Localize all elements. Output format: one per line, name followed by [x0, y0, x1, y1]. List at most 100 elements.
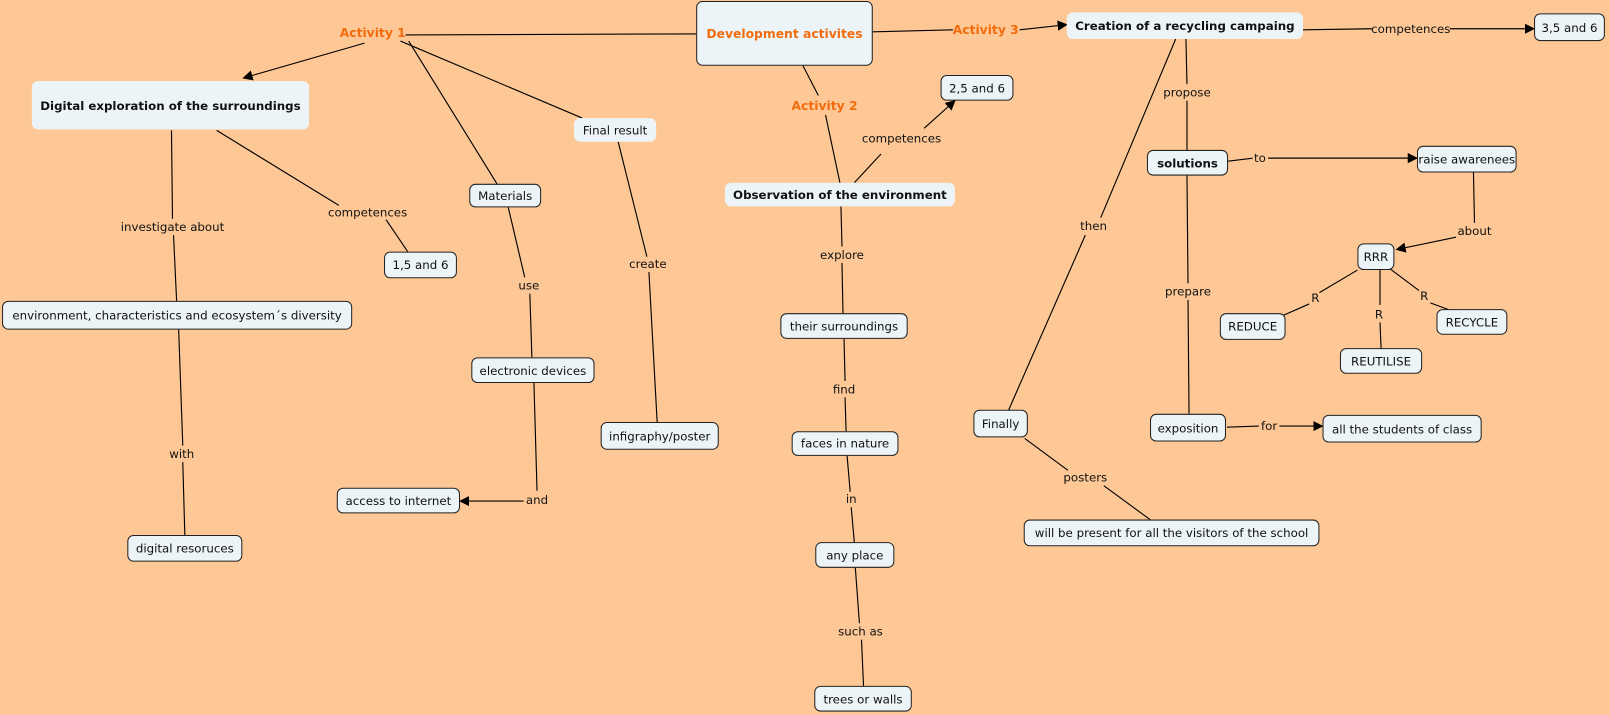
line-connector — [172, 235, 178, 301]
line-connector — [1283, 303, 1310, 316]
node-reutilise[interactable]: REUTILISE — [1339, 348, 1423, 374]
node-final-result[interactable]: Final result — [573, 118, 657, 142]
arrow-connector — [1395, 236, 1457, 253]
line-connector — [824, 114, 841, 183]
link-propose[interactable]: propose — [1163, 85, 1211, 100]
line-connector — [182, 462, 186, 535]
node-their-surroundings[interactable]: their surroundings — [780, 313, 908, 339]
node-observation[interactable]: Observation of the environment — [724, 182, 955, 207]
node-development-activities[interactable]: Development activites — [696, 1, 873, 66]
line-connector — [385, 219, 409, 252]
link-activity-3[interactable]: Activity 3 — [952, 22, 1019, 37]
line-connector — [1100, 38, 1177, 218]
node-finally[interactable]: Finally — [973, 409, 1028, 438]
line-connector — [844, 397, 847, 432]
link-investigate-about[interactable]: investigate about — [120, 219, 225, 235]
line-connector — [216, 129, 340, 206]
line-connector — [854, 567, 860, 624]
link-posters[interactable]: posters — [1063, 470, 1108, 485]
node-rrr[interactable]: RRR — [1357, 243, 1395, 271]
link-use[interactable]: use — [518, 278, 540, 293]
node-solutions[interactable]: solutions — [1146, 149, 1229, 176]
node-infigraphy-poster[interactable]: infigraphy/poster — [600, 422, 719, 450]
node-all-students[interactable]: all the students of class — [1322, 414, 1482, 443]
node-faces-in-nature[interactable]: faces in nature — [791, 431, 899, 456]
node-raise-awareness[interactable]: raise awarenees — [1416, 145, 1517, 173]
node-will-be-present[interactable]: will be present for all the visitors of … — [1023, 519, 1320, 547]
node-exposition[interactable]: exposition — [1150, 413, 1226, 442]
line-connector — [1227, 157, 1253, 162]
node-competences-156[interactable]: 1,5 and 6 — [384, 251, 457, 279]
line-connector — [529, 293, 533, 358]
node-label: Development activites — [706, 26, 863, 41]
line-connector — [872, 29, 953, 33]
arrow-connector — [242, 42, 365, 81]
link-and[interactable]: and — [525, 492, 549, 508]
link-r-reduce[interactable]: R — [1311, 290, 1320, 305]
line-connector — [1430, 302, 1451, 311]
link-r-recycle[interactable]: R — [1420, 288, 1429, 303]
node-any-place[interactable]: any place — [815, 542, 895, 568]
link-then[interactable]: then — [1080, 218, 1107, 234]
link-activity-1[interactable]: Activity 1 — [339, 25, 406, 41]
arrow-connector — [923, 99, 956, 129]
node-competences-356[interactable]: 3,5 and 6 — [1534, 13, 1605, 42]
link-activity-2[interactable]: Activity 2 — [791, 98, 858, 113]
line-connector — [840, 206, 843, 247]
arrow-connector — [1019, 20, 1068, 31]
node-trees-or-walls[interactable]: trees or walls — [814, 685, 912, 712]
line-connector — [405, 33, 697, 36]
line-connector — [850, 507, 855, 543]
line-connector — [1227, 425, 1259, 428]
link-prepare[interactable]: prepare — [1165, 284, 1211, 299]
node-creation-recycling[interactable]: Creation of a recycling campaing — [1066, 12, 1304, 40]
node-digital-resources[interactable]: digital resoruces — [127, 534, 243, 562]
line-connector — [170, 130, 174, 219]
link-find[interactable]: find — [832, 381, 856, 397]
node-reduce[interactable]: REDUCE — [1219, 313, 1286, 340]
link-about[interactable]: about — [1457, 223, 1492, 239]
link-competences[interactable]: competences — [327, 205, 408, 220]
link-such-as[interactable]: such as — [838, 624, 883, 639]
link-in[interactable]: in — [845, 491, 857, 507]
node-digital-exploration[interactable]: Digital exploration of the surroundings — [31, 81, 310, 130]
link-with[interactable]: with — [169, 446, 195, 462]
line-connector — [1007, 234, 1086, 411]
link-create[interactable]: create — [629, 256, 667, 272]
link-explore[interactable]: explore — [820, 247, 864, 262]
line-connector — [507, 207, 526, 278]
link-r-reutilise[interactable]: R — [1374, 307, 1384, 322]
line-connector — [860, 639, 865, 686]
link-for[interactable]: for — [1261, 418, 1278, 434]
line-connector — [846, 455, 851, 492]
line-connector — [1389, 268, 1420, 292]
node-materials[interactable]: Materials — [469, 183, 542, 208]
node-competences-256[interactable]: 2,5 and 6 — [940, 74, 1014, 101]
line-connector — [1103, 485, 1151, 521]
line-connector — [841, 262, 844, 314]
link-competences[interactable]: competences — [1371, 21, 1451, 36]
line-connector — [400, 40, 583, 119]
line-connector — [408, 40, 498, 185]
line-connector — [843, 338, 846, 381]
line-connector — [853, 153, 882, 184]
link-competences[interactable]: competences — [861, 131, 942, 146]
node-recycle[interactable]: RECYCLE — [1436, 309, 1508, 335]
line-connector — [1187, 299, 1190, 414]
node-environment[interactable]: environment, characteristics and ecosyst… — [2, 300, 353, 330]
line-connector — [1185, 39, 1188, 85]
node-access-internet[interactable]: access to internet — [336, 487, 461, 514]
line-connector — [533, 382, 538, 491]
line-connector — [648, 272, 658, 423]
node-electronic-devices[interactable]: electronic devices — [471, 357, 595, 383]
line-connector — [1319, 269, 1358, 294]
line-connector — [178, 329, 184, 446]
line-connector — [1472, 172, 1476, 223]
line-connector — [1186, 175, 1189, 284]
line-connector — [802, 65, 819, 96]
line-connector — [1379, 322, 1382, 349]
link-to[interactable]: to — [1253, 150, 1266, 166]
line-connector — [617, 141, 648, 257]
